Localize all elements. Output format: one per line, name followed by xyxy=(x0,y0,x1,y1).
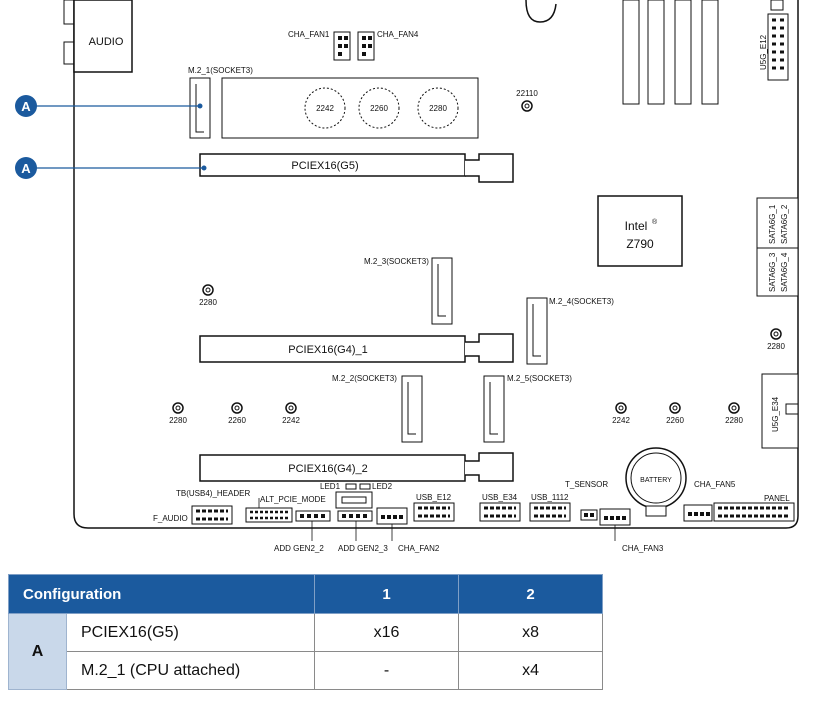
u5g-e12-header xyxy=(767,13,789,81)
chipset-line2: Z790 xyxy=(626,237,654,251)
m2-2-socket xyxy=(401,375,423,443)
cha-fan5-label: CHA_FAN5 xyxy=(694,480,736,489)
config-table: Configuration 1 2 A PCIEX16(G5) x16 x8 M… xyxy=(7,574,604,690)
led1-label: LED1 xyxy=(320,482,341,491)
m2-1-pad-2242: 2242 xyxy=(316,104,334,113)
standoff-22110-label: 22110 xyxy=(516,89,538,98)
m2-5-socket xyxy=(483,375,505,443)
pciex16-g5-label: PCIEX16(G5) xyxy=(291,160,358,172)
t-sensor-label: T_SENSOR xyxy=(565,480,608,489)
usb-e34-label: USB_E34 xyxy=(482,493,518,502)
callout-a-m2-1-label: A xyxy=(21,99,31,114)
m2-5-label: M.2_5(SOCKET3) xyxy=(507,374,572,383)
config-table-header: Configuration 1 2 xyxy=(7,574,604,614)
panel-header xyxy=(713,502,795,522)
pciex16-g4-2-label: PCIEX16(G4)_2 xyxy=(288,463,367,475)
add-gen2-3-jumper xyxy=(337,510,373,522)
row-value-2: x4 xyxy=(458,651,604,690)
m2-4-socket xyxy=(526,297,548,365)
row-name: M.2_1 (CPU attached) xyxy=(65,651,316,690)
header-configuration: Configuration xyxy=(7,574,316,614)
standoff-right-2280: 2280 xyxy=(767,342,785,351)
alt-pcie-mode-switch xyxy=(335,491,373,509)
dimm-slots xyxy=(622,0,719,105)
pciex16-g5-slot xyxy=(199,153,514,183)
pciex16-g4-1-slot xyxy=(199,333,514,363)
m2-1-pad-2260: 2260 xyxy=(370,104,388,113)
panel-label: PANEL xyxy=(764,494,790,503)
row-value-1: - xyxy=(314,651,460,690)
standoff-row-2280-a: 2280 xyxy=(169,416,187,425)
pciex16-g4-2-slot xyxy=(199,452,514,482)
table-row: A PCIEX16(G5) x16 x8 xyxy=(8,613,604,690)
sata-4-label: SATA6G_4 xyxy=(780,252,789,292)
usb-1112-header xyxy=(529,502,571,522)
standoff-left-2280: 2280 xyxy=(199,298,217,307)
header-col-1: 1 xyxy=(314,574,460,614)
chipset-reg: ® xyxy=(652,218,658,226)
cha-fan1-label: CHA_FAN1 xyxy=(288,30,330,39)
standoff-row-2260-b: 2260 xyxy=(666,416,684,425)
cha-fan3-header xyxy=(599,508,631,526)
m2-1-pad-2280: 2280 xyxy=(429,104,447,113)
audio-label: AUDIO xyxy=(89,36,124,48)
m2-3-label: M.2_3(SOCKET3) xyxy=(364,257,429,266)
usb-e12-label: USB_E12 xyxy=(416,493,452,502)
table-row: M.2_1 (CPU attached) - x4 xyxy=(9,651,604,690)
board-outline xyxy=(73,0,799,529)
u5g-e34-connector xyxy=(761,373,799,449)
cpu-latch xyxy=(525,0,557,23)
cha-fan3-label: CHA_FAN3 xyxy=(622,544,664,553)
f-audio-label: F_AUDIO xyxy=(153,514,188,523)
group-label-a: A xyxy=(8,613,67,690)
chipset-line1: Intel xyxy=(625,219,648,233)
callout-a-pcie-g5 xyxy=(15,157,37,179)
t-sensor-header xyxy=(580,509,598,521)
m2-1-label: M.2_1(SOCKET3) xyxy=(188,66,253,75)
usb-e34-header xyxy=(479,502,521,522)
row-name: PCIEX16(G5) xyxy=(65,613,316,652)
callout-a-pcie-g5-label: A xyxy=(21,161,31,176)
m2-3-socket xyxy=(431,257,453,325)
header-col-2: 2 xyxy=(458,574,604,614)
standoff-row-2242-b: 2242 xyxy=(612,416,630,425)
standoff-row-2242-a: 2242 xyxy=(282,416,300,425)
cha-fan2-header xyxy=(376,507,408,525)
row-value-1: x16 xyxy=(314,613,460,652)
cha-fan2-label: CHA_FAN2 xyxy=(398,544,440,553)
u5g-e12-label: U5G_E12 xyxy=(759,34,768,70)
standoff-row-2280-b: 2280 xyxy=(725,416,743,425)
cha-fan5-header xyxy=(683,504,713,522)
alt-pcie-mode-label: ALT_PCIE_MODE xyxy=(260,495,326,504)
tb-usb4-header xyxy=(245,507,293,523)
tb-header-label: TB(USB4)_HEADER xyxy=(176,489,250,498)
led2-label: LED2 xyxy=(372,482,393,491)
sata-1-label: SATA6G_1 xyxy=(768,204,777,244)
m2-2-label: M.2_2(SOCKET3) xyxy=(332,374,397,383)
usb-1112-label: USB_1112 xyxy=(531,493,569,502)
sata-connectors xyxy=(756,197,799,297)
usb-e12-header xyxy=(413,502,455,522)
cha-fan1-header xyxy=(333,31,351,61)
f-audio-header xyxy=(191,505,233,525)
sata-2-label: SATA6G_2 xyxy=(780,204,789,244)
callout-a-m2-1 xyxy=(15,95,37,117)
m2-4-label: M.2_4(SOCKET3) xyxy=(549,297,614,306)
cha-fan4-header xyxy=(357,31,375,61)
chipset-z790 xyxy=(597,195,683,267)
battery-label: BATTERY xyxy=(640,477,672,484)
standoff-row-2260-a: 2260 xyxy=(228,416,246,425)
motherboard-diagram: AUDIO CHA_FAN1 CHA_FAN4 U5G_E12 M.2_1(SO… xyxy=(15,0,799,553)
pciex16-g4-1-label: PCIEX16(G4)_1 xyxy=(288,344,367,356)
add-gen2-3-label: ADD GEN2_3 xyxy=(338,544,388,553)
cha-fan4-label: CHA_FAN4 xyxy=(377,30,419,39)
audio-io-block: AUDIO xyxy=(63,0,133,73)
add-gen2-2-label: ADD GEN2_2 xyxy=(274,544,324,553)
row-value-2: x8 xyxy=(458,613,604,652)
sata-3-label: SATA6G_3 xyxy=(768,252,777,292)
add-gen2-2-jumper xyxy=(295,510,331,522)
u5g-e34-label: U5G_E34 xyxy=(771,396,780,432)
